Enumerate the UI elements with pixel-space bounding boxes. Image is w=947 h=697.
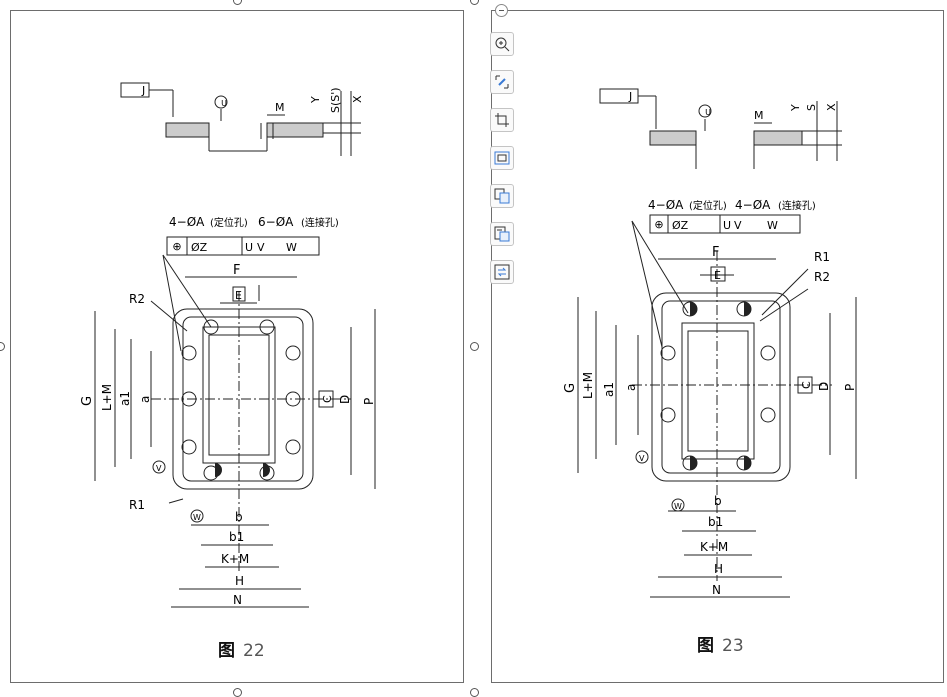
- caption-number: 23: [722, 636, 744, 656]
- dim-r1: R1: [129, 498, 145, 512]
- figure-page-left: U M Y S(S') X J 4−ØA (定位孔) 6−ØA (连接孔) ⊕ …: [10, 10, 464, 683]
- holes-label-2: 6−ØA: [258, 215, 294, 229]
- dim-b1: b1: [229, 530, 244, 544]
- dim-b1: b1: [708, 515, 723, 529]
- dim-b: b: [714, 494, 722, 508]
- dim-d: D: [817, 382, 831, 391]
- crop-icon: [495, 113, 509, 127]
- tol-datum-u: U: [723, 219, 731, 232]
- holes-note-1: (定位孔): [689, 199, 727, 212]
- dim-a1: a1: [602, 382, 616, 397]
- dim-km: K+M: [221, 552, 249, 566]
- dim-lm: L+M: [581, 372, 595, 399]
- dim-c: C: [321, 395, 334, 403]
- fit-image-icon: [494, 151, 510, 165]
- holes-note-2: (连接孔): [301, 216, 339, 229]
- drawing-figure-23: U M Y S X J 4−ØA (定位孔) 4−ØA (连接孔) ⊕ ØZ U…: [563, 88, 857, 598]
- dim-h: H: [235, 574, 244, 588]
- dim-c: C: [800, 381, 813, 389]
- flatness-ref: J: [141, 84, 145, 97]
- holes-label-2: 4−ØA: [735, 198, 771, 212]
- tol-datum-v: V: [257, 241, 265, 254]
- holes-note-2: (连接孔): [778, 199, 816, 212]
- edit-button[interactable]: [490, 70, 514, 94]
- side-label-x: X: [351, 95, 364, 103]
- dim-n: N: [233, 593, 242, 607]
- copy-image-icon: [494, 188, 510, 204]
- zoom-in-icon: [495, 37, 510, 52]
- holes-label-1: 4−ØA: [648, 198, 684, 212]
- top-label-m: M: [275, 101, 285, 114]
- caption-label: 图: [218, 641, 235, 661]
- dim-p: P: [362, 398, 376, 405]
- dim-r1: R1: [814, 250, 830, 264]
- dim-g: G: [563, 383, 578, 393]
- datum-w: W: [674, 502, 682, 511]
- side-label-y: Y: [789, 104, 802, 112]
- crop-button[interactable]: [490, 108, 514, 132]
- collapse-toolbar-button[interactable]: [495, 4, 508, 17]
- tol-zone: ØZ: [191, 241, 208, 254]
- datum-v: V: [156, 464, 162, 473]
- dim-r2: R2: [814, 270, 830, 284]
- flange-outline: [651, 292, 791, 482]
- dim-p: P: [843, 384, 857, 391]
- resize-handle-top-right[interactable]: [470, 0, 479, 5]
- tolerance-frame: [649, 214, 801, 234]
- dim-a: a: [138, 396, 152, 403]
- replace-image-button[interactable]: [490, 260, 514, 284]
- resize-handle-top[interactable]: [233, 0, 242, 5]
- dim-f: F: [712, 245, 719, 260]
- dim-lm: L+M: [100, 384, 114, 411]
- dim-a1: a1: [118, 391, 132, 406]
- dim-b: b: [235, 510, 243, 524]
- replace-image-icon: [494, 264, 510, 280]
- figure-caption-22: 图 22: [218, 636, 265, 661]
- tol-datum-w: W: [286, 241, 297, 254]
- tol-position: ⊕: [654, 218, 663, 231]
- dim-n: N: [712, 583, 721, 597]
- datum-w: W: [193, 513, 201, 522]
- side-label-y: Y: [309, 96, 322, 104]
- tolerance-frame: [166, 236, 320, 256]
- dim-r2: R2: [129, 292, 145, 306]
- tol-datum-v: V: [734, 219, 742, 232]
- resize-handle-left[interactable]: [0, 342, 5, 351]
- datum-v: V: [639, 454, 645, 463]
- dim-h: H: [714, 562, 723, 576]
- figure-page-right: U M Y S X J 4−ØA (定位孔) 4−ØA (连接孔) ⊕ ØZ U…: [491, 10, 944, 683]
- holes-label-1: 4−ØA: [169, 215, 205, 229]
- edit-icon: [495, 75, 509, 89]
- zoom-in-button[interactable]: [490, 32, 514, 56]
- tol-datum-w: W: [767, 219, 778, 232]
- flatness-ref: J: [628, 90, 632, 103]
- dim-e: E: [235, 289, 242, 302]
- side-label-s: S: [805, 104, 818, 111]
- dim-d: D: [338, 395, 352, 404]
- caption-number: 22: [243, 641, 265, 661]
- image-toolbar: [487, 0, 517, 300]
- dim-f: F: [233, 263, 240, 278]
- side-label-x: X: [825, 103, 838, 111]
- ocr-button[interactable]: [490, 222, 514, 246]
- tol-zone: ØZ: [672, 219, 689, 232]
- copy-image-button[interactable]: [490, 184, 514, 208]
- resize-handle-right[interactable]: [470, 342, 479, 351]
- top-label-m: M: [754, 109, 764, 122]
- top-label-u: U: [705, 108, 711, 117]
- ocr-icon: [494, 226, 510, 242]
- tol-position: ⊕: [172, 240, 181, 253]
- dim-km: K+M: [700, 540, 728, 554]
- side-label-s: S(S'): [329, 87, 342, 113]
- dim-e: E: [714, 269, 721, 282]
- caption-label: 图: [697, 636, 714, 656]
- top-label-u: U: [221, 99, 227, 108]
- tol-datum-u: U: [245, 241, 253, 254]
- fit-image-button[interactable]: [490, 146, 514, 170]
- figure-caption-23: 图 23: [697, 631, 744, 656]
- dim-g: G: [80, 396, 95, 406]
- dim-a: a: [624, 384, 638, 391]
- drawing-figure-22: U M Y S(S') X J 4−ØA (定位孔) 6−ØA (连接孔) ⊕ …: [80, 82, 376, 608]
- holes-note-1: (定位孔): [210, 216, 248, 229]
